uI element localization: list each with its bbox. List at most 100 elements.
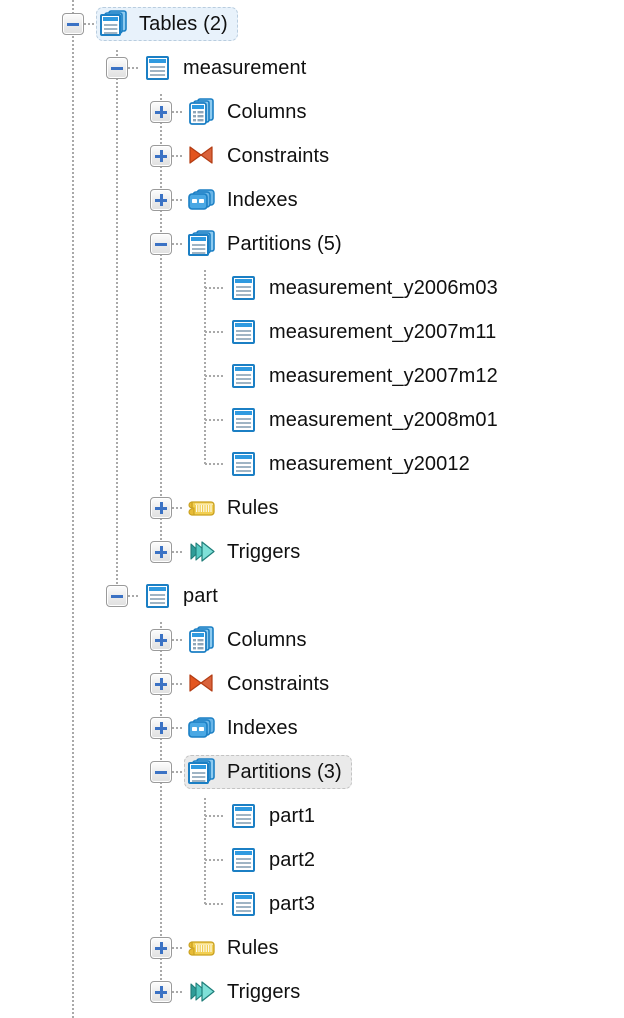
tree-node-content[interactable]: part3 [226, 887, 325, 921]
tree-node-content[interactable]: measurement_y20012 [226, 447, 480, 481]
tree-node-pt-columns[interactable]: Columns [0, 618, 317, 662]
triggers-icon [188, 978, 218, 1006]
expand-toggle-icon[interactable] [150, 145, 172, 167]
tree-node-content[interactable]: part2 [226, 843, 325, 877]
expand-toggle-icon[interactable] [150, 937, 172, 959]
rules-icon [188, 494, 218, 522]
tree-node-label: Partitions (3) [227, 761, 342, 783]
tree-node-content[interactable]: Columns [184, 623, 317, 657]
tree-node-label: Partitions (5) [227, 233, 342, 255]
tree-node-content[interactable]: measurement_y2007m12 [226, 359, 508, 393]
table-icon [230, 406, 260, 434]
tree-node-label: part3 [269, 893, 316, 915]
tree-node-content[interactable]: Tables (2) [96, 7, 238, 41]
columns-stack-icon [188, 626, 218, 654]
tree-node-content[interactable]: Constraints [184, 139, 339, 173]
tree-guide-horizontal [172, 155, 182, 157]
tree-guide-vertical [160, 622, 162, 992]
collapse-toggle-icon[interactable] [106, 585, 128, 607]
tree-node-content[interactable]: measurement_y2008m01 [226, 403, 508, 437]
tree-node-label: measurement_y2007m11 [269, 321, 497, 343]
table-icon [230, 318, 260, 346]
tree-guide-horizontal [172, 199, 182, 201]
expand-toggle-icon[interactable] [150, 629, 172, 651]
tree-node-content[interactable]: Rules [184, 931, 289, 965]
tree-node-p-y2007m11[interactable]: measurement_y2007m11 [0, 310, 506, 354]
tree-guide-horizontal [172, 111, 182, 113]
tree-node-content[interactable]: measurement_y2006m03 [226, 271, 508, 305]
tables-stack-icon [100, 10, 130, 38]
table-icon [230, 846, 260, 874]
table-icon [144, 54, 174, 82]
expand-toggle-icon[interactable] [150, 497, 172, 519]
tree-node-content[interactable]: Triggers [184, 535, 310, 569]
tree-guide-horizontal [84, 23, 94, 25]
collapse-toggle-icon[interactable] [150, 761, 172, 783]
tree-node-label: Columns [227, 101, 307, 123]
tree-node-part3[interactable]: part3 [0, 882, 325, 926]
expand-toggle-icon[interactable] [150, 189, 172, 211]
collapse-toggle-icon[interactable] [106, 57, 128, 79]
expand-toggle-icon[interactable] [150, 101, 172, 123]
tree-node-content[interactable]: Constraints [184, 667, 339, 701]
tree-node-label: Rules [227, 497, 279, 519]
tree-node-pt-partitions[interactable]: Partitions (3) [0, 750, 352, 794]
partitions-stack-icon [188, 758, 218, 786]
tree-guide-horizontal [205, 287, 225, 289]
tree-node-content[interactable]: Rules [184, 491, 289, 525]
tree-node-m-partitions[interactable]: Partitions (5) [0, 222, 352, 266]
tree-node-part[interactable]: part [0, 574, 228, 618]
indexes-stack-icon [188, 186, 218, 214]
expand-toggle-icon[interactable] [150, 717, 172, 739]
tree-node-pt-triggers[interactable]: Triggers [0, 970, 310, 1014]
tree-node-part1[interactable]: part1 [0, 794, 325, 838]
tree-node-content[interactable]: Indexes [184, 183, 308, 217]
tree-node-content[interactable]: Indexes [184, 711, 308, 745]
tree-guide-horizontal [205, 419, 225, 421]
expand-toggle-icon[interactable] [150, 673, 172, 695]
tree-node-pt-indexes[interactable]: Indexes [0, 706, 308, 750]
expand-toggle-icon[interactable] [150, 541, 172, 563]
tree-node-m-rules[interactable]: Rules [0, 486, 289, 530]
tree-node-pt-rules[interactable]: Rules [0, 926, 289, 970]
tree-guide-vertical [160, 94, 162, 552]
triggers-icon [188, 538, 218, 566]
expand-toggle-icon[interactable] [150, 981, 172, 1003]
tree-node-pt-constraints[interactable]: Constraints [0, 662, 339, 706]
tree-guide-horizontal [172, 771, 182, 773]
table-icon [230, 274, 260, 302]
tree-node-p-y2007m12[interactable]: measurement_y2007m12 [0, 354, 508, 398]
tree-node-content[interactable]: part [140, 579, 228, 613]
tree-node-m-constraints[interactable]: Constraints [0, 134, 339, 178]
tree-guide-horizontal [172, 683, 182, 685]
tree-node-content[interactable]: Triggers [184, 975, 310, 1009]
tree-guide-root-vertical [72, 0, 74, 1018]
tree-node-tables[interactable]: Tables (2) [0, 2, 238, 46]
tree-node-part2[interactable]: part2 [0, 838, 325, 882]
tree-node-p-y20012[interactable]: measurement_y20012 [0, 442, 480, 486]
tree-node-content[interactable]: part1 [226, 799, 325, 833]
tree-node-p-y2008m01[interactable]: measurement_y2008m01 [0, 398, 508, 442]
tree-guide-horizontal [172, 507, 182, 509]
collapse-toggle-icon[interactable] [62, 13, 84, 35]
tree-guide-horizontal [172, 243, 182, 245]
tree-node-m-columns[interactable]: Columns [0, 90, 317, 134]
tree-node-p-y2006m03[interactable]: measurement_y2006m03 [0, 266, 508, 310]
tree-node-label: measurement_y2006m03 [269, 277, 498, 299]
tree-guide-horizontal [172, 991, 182, 993]
tree-node-measurement[interactable]: measurement [0, 46, 316, 90]
tree-node-label: Indexes [227, 717, 298, 739]
tree-node-content[interactable]: Partitions (5) [184, 227, 352, 261]
tree-node-content[interactable]: measurement_y2007m11 [226, 315, 506, 349]
tree-guide-horizontal [172, 639, 182, 641]
tree-node-content[interactable]: measurement [140, 51, 316, 85]
rules-icon [188, 934, 218, 962]
collapse-toggle-icon[interactable] [150, 233, 172, 255]
tree-guide-horizontal [172, 551, 182, 553]
tree-guide-horizontal [205, 815, 225, 817]
tree-node-content[interactable]: Partitions (3) [184, 755, 352, 789]
tree-node-content[interactable]: Columns [184, 95, 317, 129]
tree-node-m-triggers[interactable]: Triggers [0, 530, 310, 574]
tree-node-m-indexes[interactable]: Indexes [0, 178, 308, 222]
